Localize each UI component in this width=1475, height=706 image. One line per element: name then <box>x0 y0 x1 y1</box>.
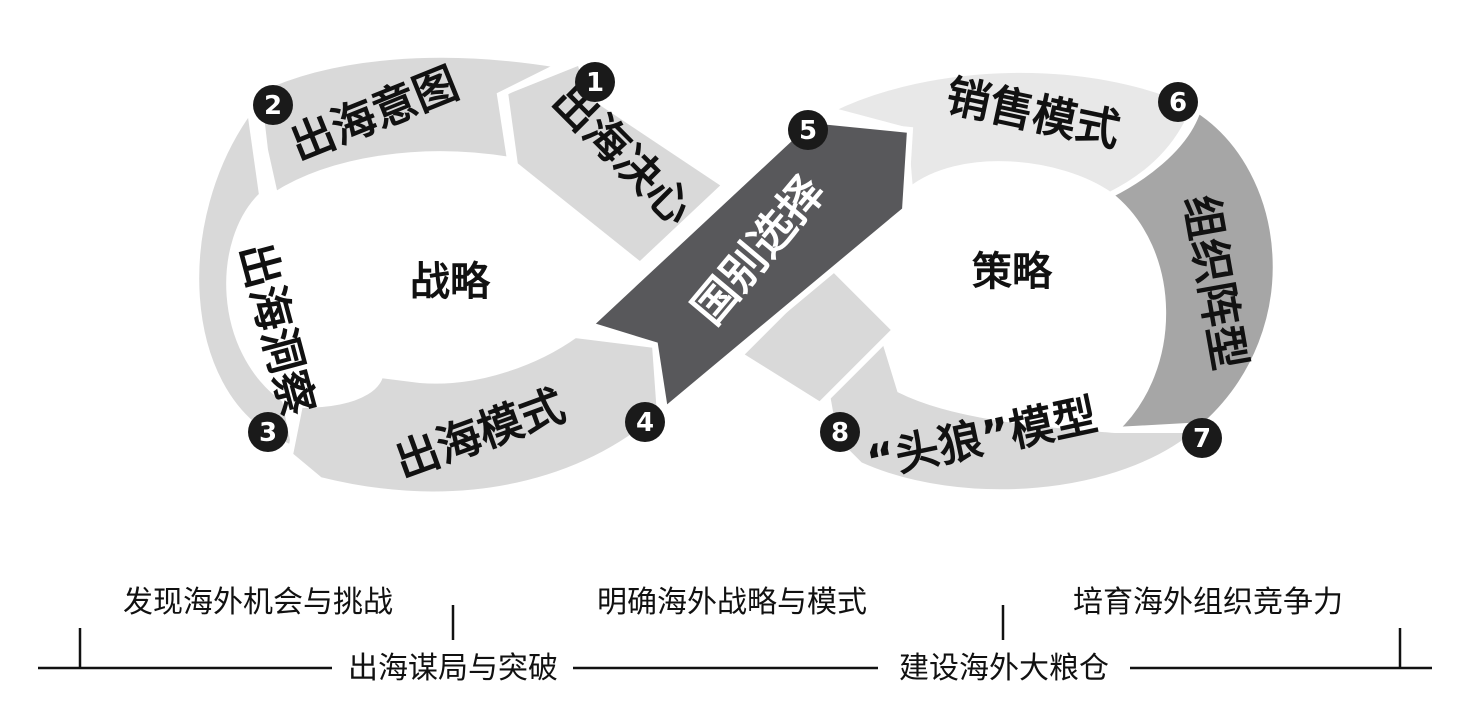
badge-8: 8 <box>820 412 860 452</box>
segment-8-shape <box>816 320 1208 496</box>
right-hub-label: 策略 <box>972 249 1053 295</box>
svg-text:1: 1 <box>586 68 604 98</box>
segment-1-shape <box>501 57 730 269</box>
svg-text:6: 6 <box>1169 88 1187 118</box>
badge-1: 1 <box>575 62 615 102</box>
svg-text:7: 7 <box>1193 424 1211 454</box>
svg-text:3: 3 <box>259 418 277 448</box>
caption-1: 发现海外机会与挑战 <box>123 585 393 620</box>
badge-7: 7 <box>1182 418 1222 458</box>
phase-2-label: 建设海外大粮仓 <box>899 651 1109 686</box>
left-loop <box>193 51 730 498</box>
badge-4: 4 <box>625 402 665 442</box>
svg-text:2: 2 <box>264 91 282 121</box>
phase-1-label: 出海谋局与突破 <box>348 651 558 686</box>
segment-4-shape <box>286 331 664 498</box>
segment-2-shape <box>254 51 570 200</box>
left-hub-label: 战略 <box>410 259 491 305</box>
segment-7-shape <box>1104 105 1279 434</box>
svg-text:5: 5 <box>799 116 817 146</box>
timeline: 发现海外机会与挑战 明确海外战略与模式 培育海外组织竞争力 出海谋局与突破 建设… <box>38 585 1432 686</box>
badge-3: 3 <box>248 412 288 452</box>
right-loop <box>735 67 1279 496</box>
svg-text:4: 4 <box>636 408 654 438</box>
badge-2: 2 <box>253 85 293 125</box>
badge-6: 6 <box>1158 82 1198 122</box>
caption-2: 明确海外战略与模式 <box>597 585 867 620</box>
caption-3: 培育海外组织竞争力 <box>1073 585 1343 620</box>
badge-5: 5 <box>788 110 828 150</box>
svg-text:8: 8 <box>831 418 849 448</box>
